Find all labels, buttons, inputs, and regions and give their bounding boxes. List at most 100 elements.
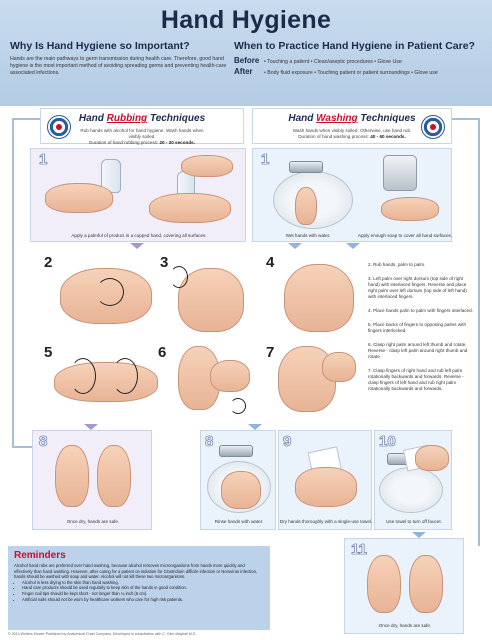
step-number: 1 (39, 151, 48, 169)
step-caption: Apply a palmful of product in a cupped h… (71, 233, 207, 238)
before-label: Before (234, 56, 260, 65)
step-number: 2 (44, 254, 53, 271)
rotation-arrow-icon (112, 358, 138, 394)
hand-illustration (178, 268, 244, 332)
step-number: 3 (160, 254, 169, 271)
list-item: 2. Rub hands, palm to palm. (368, 262, 426, 267)
list-item: Alcohol is less drying to the skin than … (22, 580, 270, 586)
step-caption: Wet hands with water. (285, 233, 331, 238)
list-item: Artificial nails should not be worn by h… (22, 597, 270, 603)
flow-arrow-icon (84, 424, 98, 430)
hand-illustration (295, 467, 357, 507)
step-number: 8 (205, 433, 214, 451)
step-number: 8 (39, 433, 48, 451)
hand-washing-box: Hand Washing Techniques Wash hands when … (252, 108, 452, 144)
step-number: 5 (44, 344, 53, 361)
hand-illustration (45, 183, 113, 213)
hand-rubbing-title: Hand Rubbing Techniques (78, 113, 206, 124)
why-section: Why Is Hand Hygiene so Important? Hands … (10, 40, 228, 77)
hand-illustration (284, 264, 354, 332)
after-label: After (234, 67, 253, 76)
hand-illustration (409, 555, 443, 613)
hand-rubbing-subtitle: Rub hands with alcohol for hand hygiene.… (80, 128, 204, 145)
step-caption: Once dry, hands are safe. (66, 519, 120, 524)
flow-arrow-icon (288, 243, 302, 249)
hand-illustration (415, 445, 449, 471)
list-item: Hand care products should be used regula… (22, 585, 270, 591)
seal-icon (421, 115, 445, 139)
flow-arrow-icon (130, 243, 144, 249)
sink-icon (379, 467, 443, 513)
list-item: 6. Clasp right palm around left thumb an… (368, 342, 468, 359)
shared-steps-panel: 2 3 4 5 6 7 (30, 250, 368, 422)
when-heading: When to Practice Hand Hygiene in Patient… (234, 40, 475, 52)
list-item: 3. Left palm over right dorsum (top side… (368, 276, 467, 299)
reminders-list: Alcohol is less drying to the skin than … (8, 580, 270, 602)
list-item: 7. Clasp fingers of right hand and rub l… (368, 368, 464, 391)
page-title: Hand Hygiene (160, 6, 332, 34)
hand-illustration (210, 360, 250, 392)
before-text: • Touching a patient • Clean/aseptic pro… (264, 59, 402, 65)
header-banner: Hand Hygiene Why Is Hand Hygiene so Impo… (0, 0, 492, 106)
rotation-arrow-icon (96, 278, 124, 306)
reminders-body: Alcohol hand rubs are preferred over han… (14, 563, 258, 580)
wash-step-1-panel: 1 Wet hands with water. Apply enough soa… (252, 148, 452, 242)
wash-step-9-panel: 9 Dry hands thoroughly with a single-use… (278, 430, 372, 530)
rub-step-8-panel: 8 Once dry, hands are safe. (32, 430, 152, 530)
rotation-arrow-icon (70, 358, 96, 394)
step-number: 7 (266, 344, 275, 361)
step-caption: Use towel to turn off faucet. (386, 519, 442, 524)
hand-illustration (97, 445, 131, 507)
hand-illustration (149, 193, 231, 223)
list-item: 4. Place hands palm to palm with fingers… (368, 308, 473, 313)
wash-step-8-panel: 8 Rinse hands with water. (200, 430, 276, 530)
step-number: 6 (158, 344, 167, 361)
after-text: • Body fluid exposure • Touching patient… (264, 70, 438, 76)
wash-step-10-panel: 10 Use towel to turn off faucet. (374, 430, 452, 530)
why-text: Hands are the main pathways to germ tran… (10, 56, 227, 76)
why-heading: Why Is Hand Hygiene so Important? (10, 40, 190, 52)
hand-washing-subtitle: Wash hands when visibly soiled. Otherwis… (292, 128, 412, 139)
left-flow-arrow (12, 446, 32, 448)
hand-illustration (55, 445, 89, 507)
reminders-box: Reminders Alcohol hand rubs are preferre… (8, 546, 270, 630)
when-section: When to Practice Hand Hygiene in Patient… (234, 40, 486, 76)
footer-credit: © 2014 Wolters Kluwer Published by Anato… (8, 632, 197, 636)
flow-arrow-icon (412, 532, 426, 538)
wash-step-11-panel: 11 Once dry, hands are safe. (344, 538, 464, 634)
step-caption: Dry hands thoroughly with a single-use t… (279, 519, 373, 524)
right-flow-top (452, 118, 480, 120)
flow-arrow-icon (346, 243, 360, 249)
step-number: 10 (379, 433, 396, 451)
reminders-title: Reminders (14, 550, 66, 561)
faucet-icon (219, 445, 253, 457)
rotation-arrow-icon (170, 266, 188, 288)
step-caption: Once dry, hands are safe. (378, 623, 432, 628)
right-flow-line (478, 118, 480, 546)
hand-washing-title: Hand Washing Techniques (288, 113, 416, 124)
flow-arrow-icon (248, 424, 262, 430)
list-item: Finger nail tips should be kept short - … (22, 591, 270, 597)
seal-icon (47, 115, 71, 139)
list-item: 5. Place backs of fingers to opposing pa… (368, 322, 467, 333)
step-number: 1 (261, 151, 270, 169)
rub-step-1-panel: 1 Apply a palmful of product in a cupped… (30, 148, 246, 242)
rotation-arrow-icon (230, 398, 246, 414)
hand-illustration (322, 352, 356, 382)
step-number: 11 (351, 541, 367, 559)
steps-instructions-list: 2. Rub hands, palm to palm. 3. Left palm… (368, 262, 474, 400)
hand-illustration (367, 555, 401, 613)
hand-illustration (295, 187, 317, 225)
hand-rubbing-box: Hand Rubbing Techniques Rub hands with a… (40, 108, 244, 145)
hand-illustration (381, 197, 439, 221)
left-flow-top (12, 118, 40, 120)
soap-dispenser-icon (383, 155, 417, 191)
before-row: Before • Touching a patient • Clean/asep… (234, 56, 486, 65)
hand-illustration (181, 155, 233, 177)
step-number: 9 (283, 433, 292, 451)
step-caption: Rinse hands with water. (214, 519, 264, 524)
faucet-icon (289, 161, 323, 173)
after-row: After • Body fluid exposure • Touching p… (234, 67, 486, 76)
step-number: 4 (266, 254, 275, 271)
hand-illustration (54, 362, 158, 402)
